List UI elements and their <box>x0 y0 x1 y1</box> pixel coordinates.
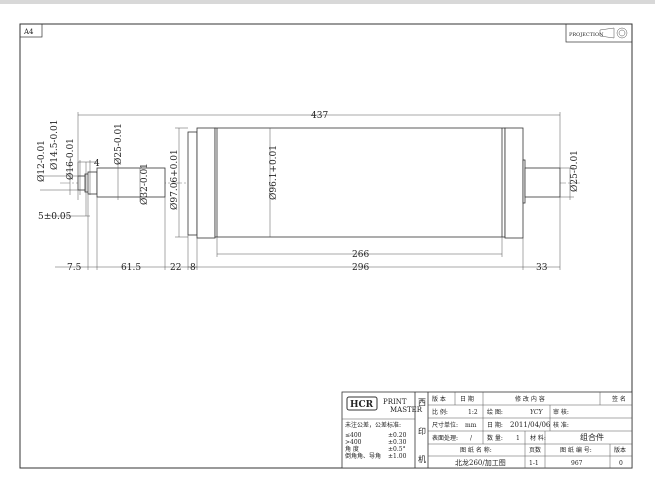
material-value: 组合件 <box>580 432 604 442</box>
version-label: 版本 <box>614 446 626 454</box>
logo-hcr: HCR <box>350 400 374 410</box>
dim-groove-width: 5±0.05 <box>38 212 72 222</box>
tolerance-value: ±0.30 <box>388 439 407 446</box>
unit-label: 尺寸单位: <box>432 421 458 429</box>
dim-d12: Ø12-0.01 <box>36 140 47 182</box>
dim-body-flanges: 296 <box>352 263 369 273</box>
tolerance-value: ±0.20 <box>388 432 407 439</box>
surface-value: / <box>470 435 473 442</box>
drawn-label: 绘 图: <box>487 408 503 416</box>
dim-d14-5: Ø14.5-0.01 <box>49 120 60 171</box>
page-value: 1-1 <box>529 460 539 467</box>
scale-label: 比 例: <box>432 408 448 416</box>
dim-body: 266 <box>352 250 369 260</box>
dim-d16: Ø16-0.01 <box>65 138 76 180</box>
company-char: 机 <box>418 454 426 464</box>
dim-d97: Ø97.06+0.01 <box>169 149 180 210</box>
approve-label: 核 准: <box>553 421 569 429</box>
unit-value: mm <box>465 422 477 429</box>
review-label: 审 核: <box>553 408 569 416</box>
dim-d25-left: Ø25-0.01 <box>113 123 124 165</box>
dim-d25-right: Ø25-0.01 <box>569 150 580 192</box>
title-block: HCR PRINT MASTER 西 印 机 未注公差，公差标准: ≤400 ±0… <box>341 391 633 469</box>
scale-value: 1:2 <box>468 409 478 416</box>
surface-label: 表面处理: <box>432 434 458 442</box>
qty-value: 1 <box>516 435 520 442</box>
dim-groove: 4 <box>94 159 100 169</box>
date-label: 日 期: <box>487 421 503 429</box>
date-value: 2011/04/06 <box>510 421 551 429</box>
company-char: 印 <box>418 427 426 436</box>
tolerance-range: ≤400 <box>345 432 362 439</box>
size-box <box>19 23 43 38</box>
drawn-value: YCY <box>530 409 543 416</box>
dim-overall: 437 <box>311 111 328 121</box>
dim-left-end: 7.5 <box>67 263 82 273</box>
qty-label: 数 量: <box>487 434 503 442</box>
projection-box <box>565 23 633 43</box>
dimension-lines <box>40 112 574 270</box>
tolerance-range: 倒角角、导角 <box>345 452 381 460</box>
material-label: 材 料: <box>530 434 546 442</box>
rev-header: 修 改 内 容 <box>515 395 545 403</box>
projection-symbol-icon <box>599 27 628 39</box>
tolerance-value: ±1.00 <box>388 453 407 460</box>
drawing-name-label: 图 纸 名 称: <box>460 446 492 454</box>
page-label: 页数 <box>529 446 541 454</box>
dim-left-step: 22 <box>170 263 181 273</box>
dim-flange: 8 <box>190 263 196 273</box>
window-top-bar <box>0 0 655 4</box>
tolerance-range: >400 <box>345 439 362 446</box>
logo-text-print: PRINT <box>383 398 407 406</box>
dim-d96: Ø96.1+0.01 <box>268 145 279 200</box>
tolerance-title: 未注公差，公差标准: <box>345 421 401 429</box>
tolerance-value: ±0.5° <box>388 446 406 453</box>
tolerance-range: 角 度 <box>345 445 359 453</box>
rev-header: 版 本 <box>432 395 446 403</box>
dim-right-shaft: 33 <box>536 263 548 273</box>
projection-label: PROJECTION <box>569 32 604 38</box>
logo-text-master: MASTER <box>390 406 423 414</box>
company-char: 西 <box>418 398 426 407</box>
roller-part <box>77 127 561 239</box>
drawing-number-label: 图 纸 编 号: <box>560 446 592 454</box>
rev-header: 日 期 <box>460 395 474 403</box>
version-value: 0 <box>619 460 623 467</box>
drawing-name: 北龙260/加工图 <box>455 458 506 467</box>
dim-left-shaft: 61.5 <box>121 263 141 273</box>
dim-d32: Ø32-0.01 <box>139 163 150 205</box>
sheet-border <box>19 23 633 469</box>
rev-header: 签 名 <box>612 395 626 403</box>
drawing-number: 967 <box>571 460 583 467</box>
sheet-size: A4 <box>23 28 34 36</box>
